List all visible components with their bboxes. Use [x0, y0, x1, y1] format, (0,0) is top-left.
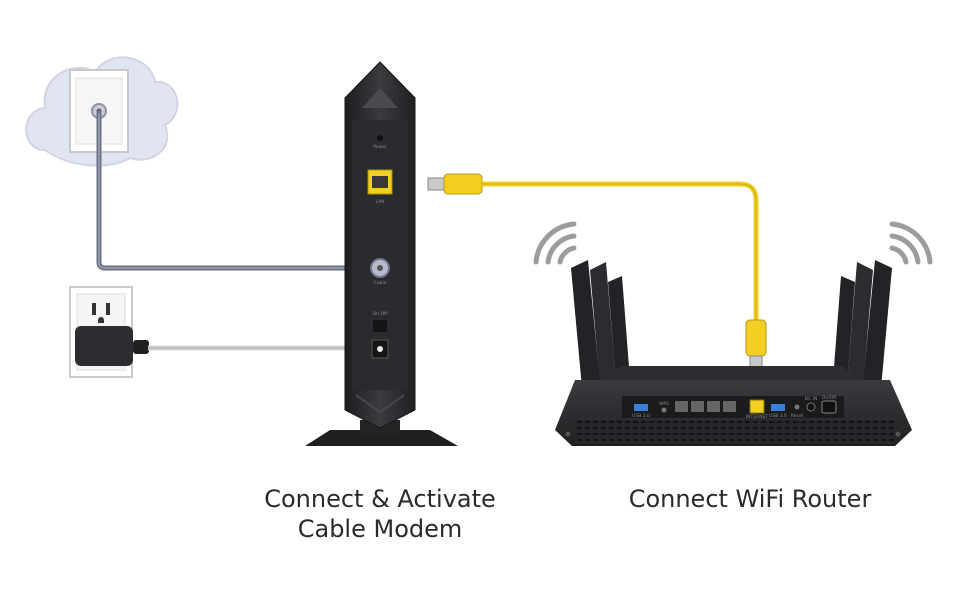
modem-power-label: Power: [373, 144, 387, 150]
ethernet-cable: [427, 173, 767, 377]
modem-caption: Connect & Activate Cable Modem: [230, 484, 530, 544]
modem-cable-label: Cable: [374, 280, 387, 286]
router-internet-label: INTERNET: [746, 414, 769, 420]
router-reset-label: Reset: [791, 413, 804, 419]
router-wps-label: WPS: [659, 401, 669, 407]
router-caption: Connect WiFi Router: [600, 484, 900, 514]
router-usb-label: USB 3.0: [632, 413, 650, 419]
power-adapter-icon: [75, 326, 149, 366]
wifi-signal-right-icon: [889, 221, 933, 265]
wifi-router: USB 3.0 WPS INTERNET USB 3.0 Reset DC IN…: [555, 260, 912, 446]
router-usb2-label: USB 3.0: [769, 413, 787, 419]
wifi-signal-left-icon: [533, 221, 577, 265]
router-power-label: On/Off: [822, 395, 837, 401]
router-caption-line: Connect WiFi Router: [628, 485, 872, 513]
cable-modem: Power LAN Cable On Off: [305, 61, 458, 446]
modem-lan-label: LAN: [375, 199, 384, 205]
modem-caption-line1: Connect & Activate: [264, 485, 496, 513]
modem-switch-label: On Off: [373, 311, 388, 317]
router-dc-label: DC IN: [805, 396, 818, 402]
modem-caption-line2: Cable Modem: [297, 515, 463, 543]
